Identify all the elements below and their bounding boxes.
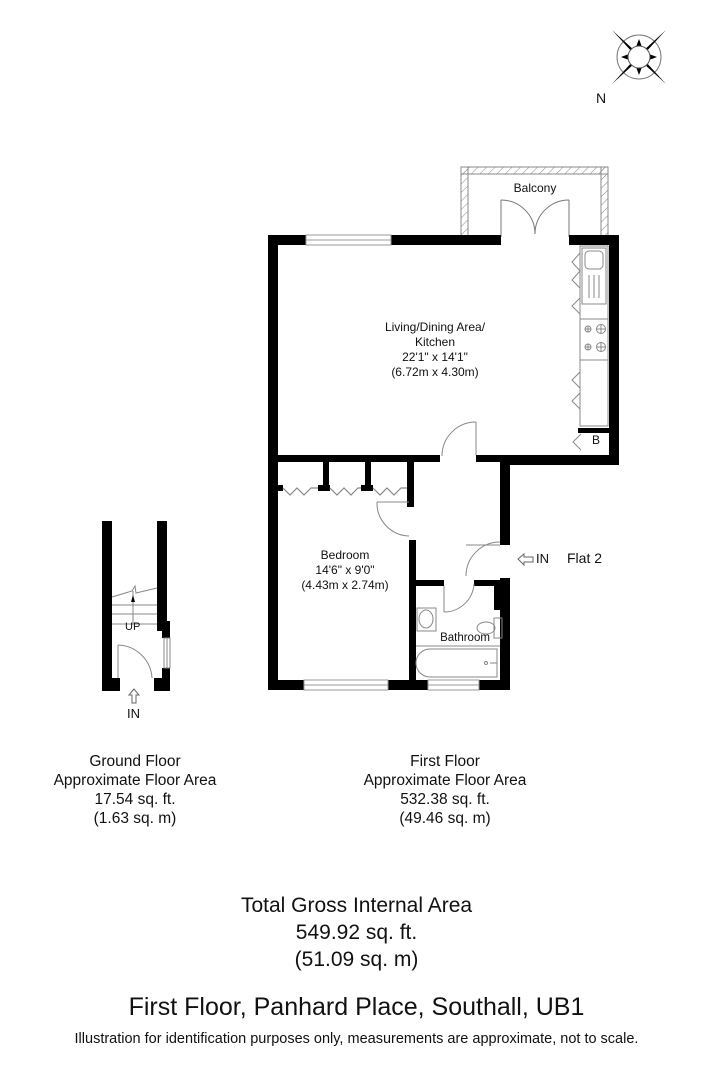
area-sqft: 532.38 sq. ft. [400, 791, 490, 808]
total-area: Total Gross Internal Area 549.92 sq. ft.… [0, 892, 713, 973]
windows [303, 234, 480, 691]
property-address: First Floor, Panhard Place, Southall, UB… [128, 993, 585, 1021]
ground-floor-walls [102, 521, 170, 691]
up-arrow-icon [131, 595, 135, 602]
room-name: Bedroom [320, 548, 370, 562]
compass-north-label: N [596, 90, 607, 106]
disclaimer: Illustration for identification purposes… [74, 1031, 639, 1047]
walls [268, 235, 619, 690]
area-sqft: 17.54 sq. ft. [94, 791, 176, 808]
bathroom-fixtures [415, 607, 503, 678]
wardrobe-bifold-doors [282, 487, 407, 496]
ground-entrance-arrow-icon [127, 688, 141, 704]
total-title: Total Gross Internal Area [240, 894, 473, 917]
total-sqft: 549.92 sq. ft. [295, 921, 418, 944]
first-floor-area: First Floor Approximate Floor Area 532.3… [340, 752, 550, 828]
floor-title: First Floor [410, 753, 480, 770]
balcony [460, 166, 609, 238]
bedroom-label: Bedroom 14'6" x 9'0" (4.43m x 2.74m) [290, 548, 400, 593]
area-sqm: (49.46 sq. m) [399, 810, 491, 827]
compass-rose-icon [612, 30, 666, 84]
floor-subtitle: Approximate Floor Area [363, 772, 527, 789]
room-dimensions-metric: (4.43m x 2.74m) [301, 578, 389, 592]
total-sqm: (51.09 sq. m) [294, 948, 419, 971]
ground-floor-details [111, 584, 171, 679]
floor-title: Ground Floor [89, 753, 181, 770]
room-name: Living/Dining Area/ [384, 320, 486, 334]
balcony-double-door [500, 199, 570, 237]
balcony-label: Balcony [513, 181, 557, 195]
living-dining-kitchen-label: Living/Dining Area/ Kitchen 22'1" x 14'1… [370, 320, 500, 380]
room-dimensions-imperial: 22'1" x 14'1" [402, 350, 468, 364]
bathroom-label: Bathroom [440, 632, 490, 644]
room-dimensions-metric: (6.72m x 4.30m) [391, 365, 479, 379]
entrance-arrow-icon [517, 552, 534, 567]
area-sqm: (1.63 sq. m) [93, 810, 177, 827]
storage-cupboard-label: B [591, 433, 600, 447]
interior-doors [376, 421, 501, 613]
flat-label: Flat 2 [567, 550, 603, 566]
room-name-line2: Kitchen [414, 335, 456, 349]
kitchen-units [571, 245, 609, 451]
ground-entrance-in-label: IN [127, 706, 140, 721]
stairs-up-label: UP [125, 621, 141, 633]
room-dimensions-imperial: 14'6" x 9'0" [315, 563, 375, 577]
floor-subtitle: Approximate Floor Area [53, 772, 217, 789]
ground-floor-area: Ground Floor Approximate Floor Area 17.5… [30, 752, 240, 828]
entrance-in-label: IN [536, 551, 549, 566]
